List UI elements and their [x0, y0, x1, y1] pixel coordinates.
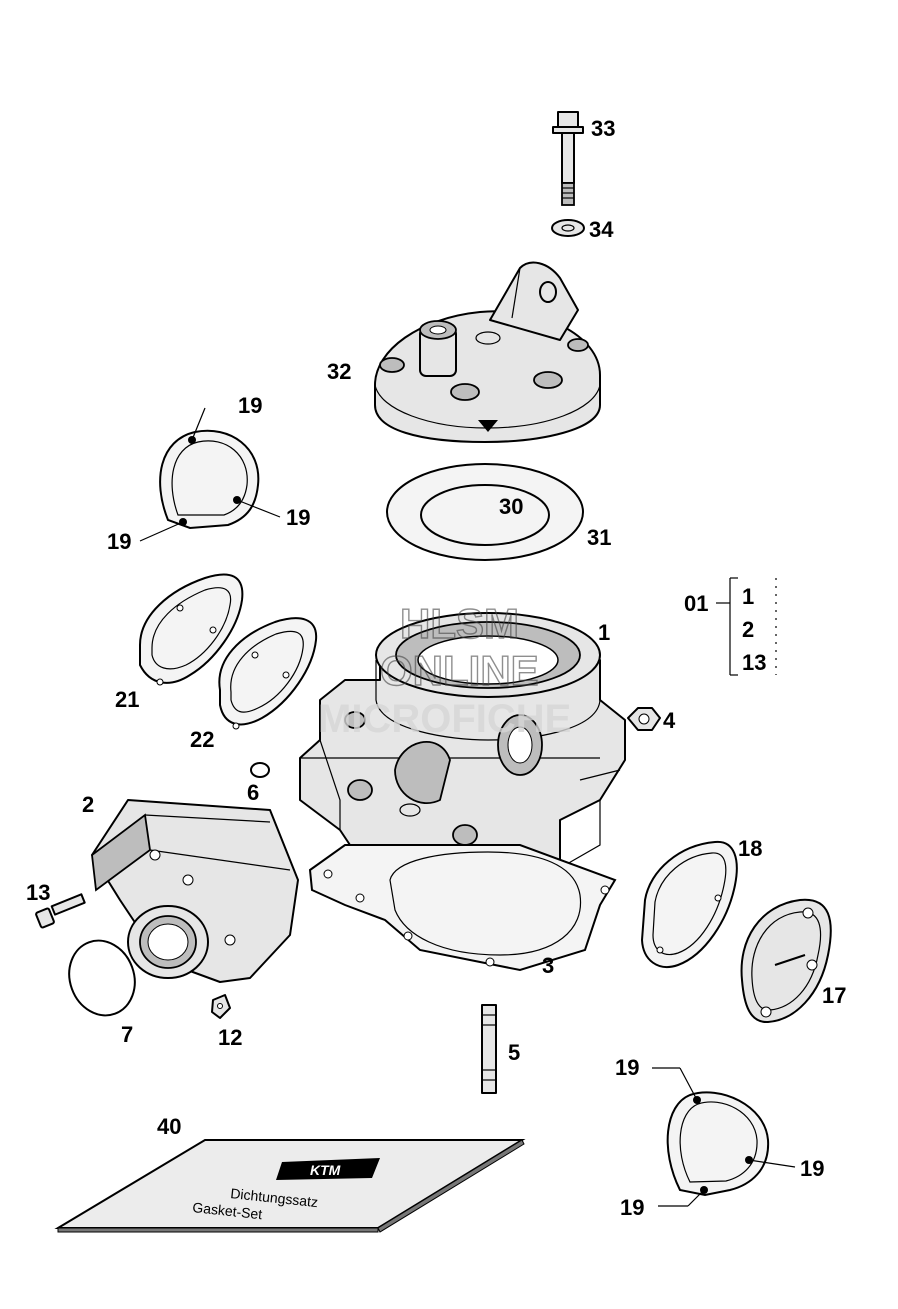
- label-17: 17: [822, 983, 846, 1008]
- part-13-screw[interactable]: [35, 893, 86, 929]
- part-3-base-gasket[interactable]: [308, 844, 617, 972]
- label-4: 4: [663, 708, 676, 733]
- label-kit-item-2: 2: [742, 617, 754, 642]
- part-6-small-o-ring[interactable]: [250, 762, 270, 778]
- label-5: 5: [508, 1040, 520, 1065]
- ktm-logo: KTM: [276, 1158, 380, 1180]
- leader-19a: [191, 407, 206, 441]
- label-13: 13: [26, 880, 50, 905]
- part-5-stud[interactable]: [481, 1004, 497, 1094]
- label-12: 12: [218, 1025, 242, 1050]
- part-32-cylinder-head[interactable]: [374, 261, 601, 443]
- part-33-bolt[interactable]: [552, 111, 584, 206]
- part-22-exhaust-gasket[interactable]: [218, 617, 318, 730]
- watermark-line-3: MICROFICHE: [318, 697, 571, 741]
- part-4-nut[interactable]: [627, 707, 661, 731]
- label-kit-item-13: 13: [742, 650, 766, 675]
- part-12-small-bracket[interactable]: [211, 994, 231, 1019]
- part-2-exhaust-flange[interactable]: [91, 799, 299, 983]
- label-40: 40: [157, 1114, 181, 1139]
- label-30: 30: [499, 494, 523, 519]
- leader-19b: [236, 499, 281, 518]
- kit-bracket: [716, 577, 777, 676]
- part-21-exhaust-gasket[interactable]: [139, 573, 244, 686]
- label-32: 32: [327, 359, 351, 384]
- label-22: 22: [190, 727, 214, 752]
- leader-19c: [139, 521, 184, 542]
- part-17-cover[interactable]: [740, 898, 832, 1024]
- label-19-d: 19: [615, 1055, 639, 1080]
- label-19-e: 19: [800, 1156, 824, 1181]
- label-34: 34: [589, 217, 614, 242]
- part-19-gasket-top[interactable]: [159, 429, 260, 530]
- part-18-cover-gasket[interactable]: [640, 840, 738, 968]
- watermark-line-2: ONLINE: [380, 647, 539, 694]
- label-19-c: 19: [107, 529, 131, 554]
- leader-19d: [679, 1067, 698, 1101]
- part-19-gasket-bottom[interactable]: [666, 1091, 770, 1197]
- label-21: 21: [115, 687, 139, 712]
- leader-19e: [748, 1159, 796, 1168]
- label-7: 7: [121, 1022, 133, 1047]
- label-19-f: 19: [620, 1195, 644, 1220]
- label-33: 33: [591, 116, 615, 141]
- label-1: 1: [598, 620, 610, 645]
- label-3: 3: [542, 953, 554, 978]
- part-40-gasket-set[interactable]: KTM Dichtungssatz Gasket-Set: [54, 1139, 526, 1233]
- label-18: 18: [738, 836, 762, 861]
- part-1-cylinder[interactable]: [299, 612, 626, 886]
- ktm-logo-text: KTM: [310, 1162, 341, 1178]
- label-19-a: 19: [238, 393, 262, 418]
- label-31: 31: [587, 525, 611, 550]
- part-7-o-ring[interactable]: [59, 931, 145, 1024]
- watermark-line-1: HLSM: [400, 600, 519, 647]
- label-kit-01: 01: [684, 591, 708, 616]
- label-2: 2: [82, 792, 94, 817]
- gasket-set-line2: Gasket-Set: [192, 1199, 263, 1222]
- label-6: 6: [247, 780, 259, 805]
- leader-19f: [687, 1189, 705, 1207]
- part-34-washer[interactable]: [551, 219, 585, 237]
- part-31-head-gasket-outer[interactable]: [386, 463, 584, 561]
- label-kit-item-1: 1: [742, 584, 754, 609]
- part-30-o-ring[interactable]: [420, 484, 550, 546]
- label-19-b: 19: [286, 505, 310, 530]
